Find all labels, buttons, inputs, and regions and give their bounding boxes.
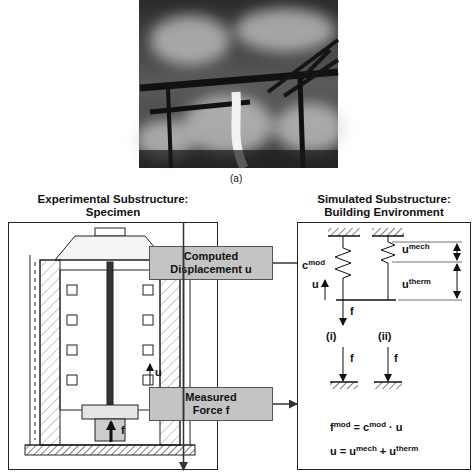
furnace-drawing-part: [95, 419, 125, 441]
furnace-drawing-part: [67, 345, 77, 355]
spring-model-part: [343, 300, 344, 325]
symbol-label: f: [394, 352, 398, 364]
symbol-label: (ii): [378, 330, 391, 342]
fire-photo-part-part: [235, 8, 335, 52]
label-group: utherm: [402, 275, 431, 291]
spring-model-part: [374, 382, 402, 389]
label-group: fmod= cmod· u: [330, 418, 403, 434]
spring-model-part: [325, 280, 326, 300]
superscript-label: therm: [409, 277, 431, 286]
superscript-label: mod: [308, 258, 325, 267]
connector-arrow: [273, 262, 297, 264]
label-group: f: [394, 352, 398, 365]
symbol-label: f: [330, 421, 334, 433]
furnace-drawing-part: [35, 262, 36, 440]
symbol-label: f: [350, 352, 354, 364]
furnace-drawing-part: [40, 260, 60, 445]
symbol-label: f: [121, 424, 125, 436]
spring-model-part: [457, 244, 458, 260]
spring-model-part: [330, 382, 358, 389]
spring-model-part: [372, 228, 404, 236]
superscript-label: mech: [356, 444, 377, 453]
label-group: (ii): [378, 330, 391, 343]
furnace-drawing-part: [82, 405, 138, 419]
fire-photo-part-part: [150, 15, 230, 65]
spring-model-part: [336, 299, 396, 301]
superscript-label: mech: [409, 242, 430, 251]
connector-arrow: [183, 246, 185, 470]
furnace-drawing-part: [67, 315, 77, 325]
spring-model: [325, 228, 462, 389]
panel-heading: Simulated Substructure: Building Environ…: [304, 193, 464, 219]
fire-photo: [135, 0, 345, 168]
connector-arrow: [183, 222, 185, 421]
furnace-drawing-part: [25, 445, 195, 455]
furnace-drawing-part: [143, 345, 153, 355]
furnace-drawing-part: [30, 255, 31, 445]
symbol-label: u: [330, 445, 337, 457]
box-text: Computed Displacement u: [156, 250, 266, 276]
label-group: f: [121, 424, 125, 437]
fire-photo-part: [139, 150, 338, 168]
furnace-drawing-part: [67, 375, 77, 385]
furnace-drawing-part: [107, 262, 113, 405]
label-group: u= umech+ utherm: [330, 442, 418, 458]
superscript-label: mod: [334, 420, 351, 429]
spring-model-part: [457, 264, 458, 298]
spring-model-part: [335, 236, 351, 300]
label-group: u: [155, 366, 162, 379]
furnace-drawing-part: [95, 228, 125, 236]
fire-photo-part-part: [275, 103, 345, 153]
symbol-label: u: [402, 243, 409, 255]
label-group: cmod: [302, 256, 325, 272]
fire-photo-part: [268, 40, 338, 96]
symbol-label: u: [402, 278, 409, 290]
symbol-label: = c: [354, 421, 370, 433]
furnace-drawing-part: [150, 364, 151, 385]
symbol-label: (a): [230, 173, 242, 184]
spring-model-part: [328, 235, 360, 237]
label-group: f: [350, 352, 354, 365]
spring-model-part: [330, 381, 358, 383]
connector-arrow: [273, 403, 297, 405]
symbol-label: (i): [326, 330, 336, 342]
superscript-label: therm: [396, 444, 418, 453]
label-group: f: [350, 305, 354, 318]
spring-model-part: [343, 347, 344, 381]
label-group: u: [312, 278, 319, 291]
superscript-label: mod: [369, 420, 386, 429]
furnace-drawing-part: [143, 315, 153, 325]
symbol-label: f: [350, 305, 354, 317]
label-group: (i): [326, 330, 336, 343]
symbol-label: · u: [389, 421, 402, 433]
furnace-drawing-part: [67, 285, 77, 295]
symbol-label: c: [302, 259, 308, 271]
box-text: Measured Force f: [176, 391, 246, 417]
furnace-drawing-part: [143, 375, 153, 385]
symbol-label: = u: [340, 445, 356, 457]
spring-model-part: [388, 347, 389, 381]
signal-box: Computed Displacement u: [149, 246, 273, 280]
spring-model-part: [374, 381, 402, 383]
furnace-drawing-part: [110, 422, 113, 442]
label-group: (a): [230, 172, 242, 185]
signal-box: Measured Force f: [149, 387, 273, 421]
spring-model-part: [392, 242, 462, 300]
spring-model-part: [328, 228, 360, 236]
spring-model-part: [381, 236, 395, 300]
symbol-label: u: [312, 278, 319, 290]
label-group: umech: [402, 240, 430, 256]
furnace-drawing-part: [143, 285, 153, 295]
furnace-drawing-part: [25, 445, 195, 446]
symbol-label: + u: [380, 445, 396, 457]
symbol-label: u: [155, 366, 162, 378]
panel-heading: Experimental Substructure: Specimen: [27, 193, 199, 219]
